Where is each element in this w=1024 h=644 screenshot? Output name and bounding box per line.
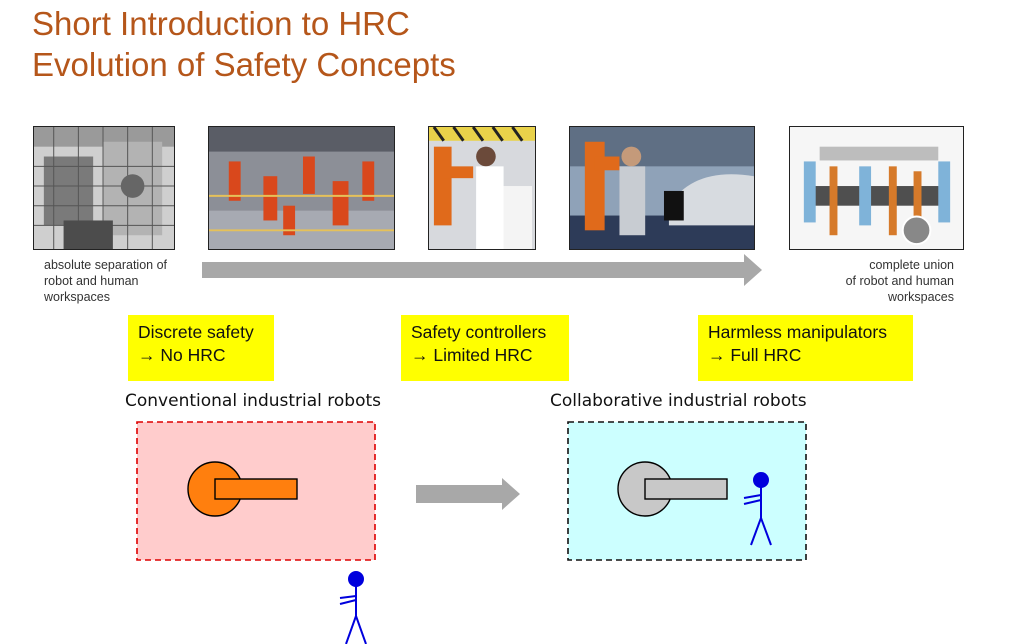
- caption-union-line-3: workspaces: [888, 290, 954, 304]
- safety-level-harmless-detail: → Full HRC: [708, 345, 802, 365]
- caption-separation-line-2: robot and human: [44, 274, 139, 288]
- photo-robot-production-line: [208, 126, 395, 250]
- safety-level-controllers-title: Safety controllers: [411, 322, 547, 342]
- photo-assembly-line-collaboration: [789, 126, 964, 250]
- caption-separation: absolute separation of robot and human w…: [44, 257, 167, 305]
- human-figure-inside: [743, 472, 772, 546]
- title-line-2: Evolution of Safety Concepts: [32, 46, 456, 83]
- photo-worker-with-robot: [428, 126, 536, 250]
- caption-union-line-2: of robot and human: [845, 274, 954, 288]
- collaborative-robots-label: Collaborative industrial robots: [550, 391, 807, 411]
- collaborative-robot-icon: [617, 461, 728, 517]
- caption-union: complete union of robot and human worksp…: [846, 257, 954, 305]
- caption-union-line-1: complete union: [869, 258, 954, 272]
- safety-level-discrete-title: Discrete safety: [138, 322, 254, 342]
- safety-level-controllers: Safety controllers → Limited HRC: [401, 315, 569, 381]
- evolution-arrow: [202, 254, 762, 286]
- transition-arrow: [416, 478, 520, 510]
- photo-operator-at-robot-cell: [569, 126, 755, 250]
- human-figure-outside: [339, 571, 367, 644]
- safety-level-controllers-detail: → Limited HRC: [411, 345, 533, 365]
- safety-level-harmless: Harmless manipulators → Full HRC: [698, 315, 913, 381]
- caption-separation-line-1: absolute separation of: [44, 258, 168, 272]
- safety-level-harmless-title: Harmless manipulators: [708, 322, 887, 342]
- photo-separated-workcell: [33, 126, 175, 250]
- caption-separation-line-3: workspaces: [44, 290, 110, 304]
- title-line-1: Short Introduction to HRC: [32, 5, 410, 42]
- safety-level-discrete-detail: → No HRC: [138, 345, 226, 365]
- conventional-robot-icon: [187, 461, 298, 517]
- conventional-robots-label: Conventional industrial robots: [125, 391, 382, 411]
- safety-level-discrete: Discrete safety → No HRC: [128, 315, 274, 381]
